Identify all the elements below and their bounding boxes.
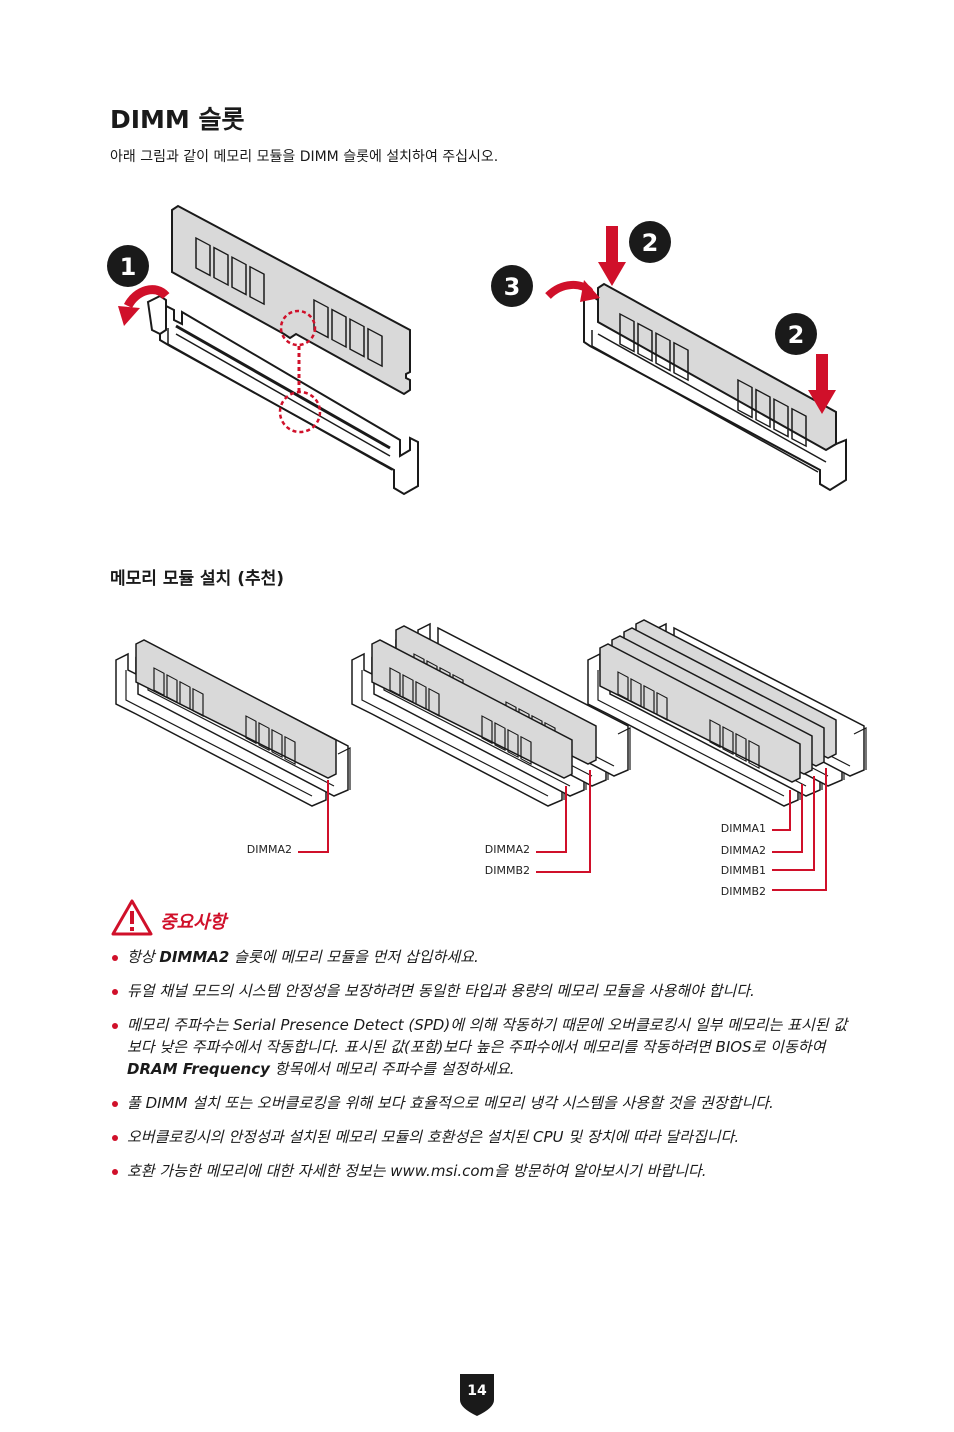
config-four-modules: DIMMA1 DIMMA2 DIMMB1 DIMMB2 <box>587 620 867 898</box>
label-two-dimma2: DIMMA2 <box>485 843 530 856</box>
config-one-module: DIMMA2 <box>115 640 351 856</box>
intro-text: 아래 그림과 같이 메모리 모듈을 DIMM 슬롯에 설치하여 주십시오. <box>110 149 499 165</box>
note-item: 항상 DIMMA2 슬롯에 메모리 모듈을 먼저 삽입하세요. <box>112 946 852 968</box>
step-badge-3: 3 <box>504 273 521 301</box>
step-badge-1: 1 <box>120 253 137 281</box>
dimm-insert-diagram-right: 2 3 2 <box>491 221 847 492</box>
page-number: 14 <box>467 1383 487 1399</box>
label-four-dimmb1: DIMMB1 <box>721 864 766 877</box>
important-title: 중요사항 <box>160 912 227 933</box>
section-subtitle: 메모리 모듈 설치 (추천) <box>110 569 285 589</box>
label-four-dimma1: DIMMA1 <box>721 822 766 835</box>
dimm-insert-diagram-left: 1 <box>107 204 419 496</box>
step-badge-2-top: 2 <box>642 229 659 257</box>
page-badge-shape <box>460 1374 494 1416</box>
note-item: 메모리 주파수는 Serial Presence Detect (SPD)에 의… <box>112 1014 852 1080</box>
note-item: 오버클로킹시의 안정성과 설치된 메모리 모듈의 호환성은 설치된 CPU 및 … <box>112 1126 852 1148</box>
page-title: DIMM 슬롯 <box>110 105 245 134</box>
step-badge-2-right: 2 <box>788 321 805 349</box>
label-two-dimmb2: DIMMB2 <box>485 864 530 877</box>
page-number-badge: 14 <box>456 1372 498 1418</box>
important-notes: 항상 DIMMA2 슬롯에 메모리 모듈을 먼저 삽입하세요. 듀얼 채널 모드… <box>112 946 852 1194</box>
label-four-dimmb2: DIMMB2 <box>721 885 766 898</box>
label-one-dimma2: DIMMA2 <box>247 843 292 856</box>
note-item: 호환 가능한 메모리에 대한 자세한 정보는 www.msi.com을 방문하여… <box>112 1160 852 1182</box>
note-item: 풀 DIMM 설치 또는 오버클로킹을 위해 보다 효율적으로 메모리 냉각 시… <box>112 1092 852 1114</box>
warning-icon <box>111 899 153 936</box>
config-two-modules: DIMMA2 DIMMB2 <box>351 623 631 877</box>
label-four-dimma2: DIMMA2 <box>721 844 766 857</box>
note-item: 듀얼 채널 모드의 시스템 안정성을 보장하려면 동일한 타입과 용량의 메모리… <box>112 980 852 1002</box>
